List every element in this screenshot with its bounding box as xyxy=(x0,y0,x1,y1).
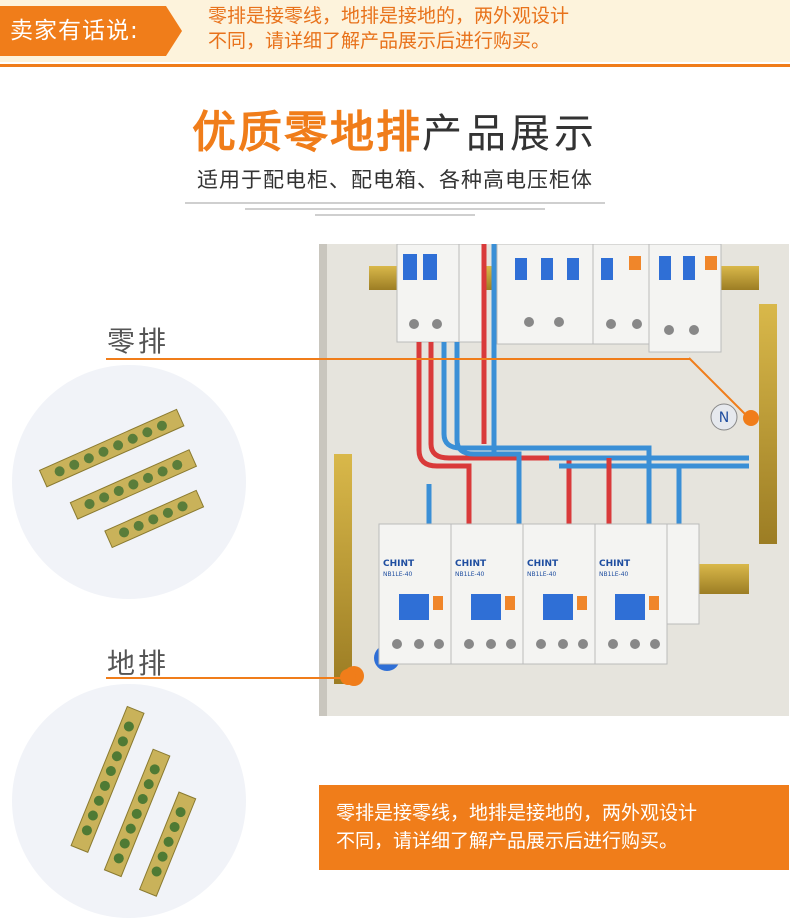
breaker-model-3: NB1LE-40 xyxy=(527,571,557,578)
seller-tag-arrow xyxy=(166,6,182,56)
neutral-bar-product-image xyxy=(12,365,246,599)
ground-bar-label: 地排 xyxy=(107,647,170,680)
breaker-model-1: NB1LE-40 xyxy=(383,571,413,578)
breaker-brand-1: CHINT xyxy=(383,559,415,569)
breaker-model-2: NB1LE-40 xyxy=(455,571,485,578)
bottom-breaker-row: CHINT CHINT CHINT CHINT NB1LE-40 NB1LE-4… xyxy=(378,523,700,665)
ground-callout-dot xyxy=(340,669,356,685)
page-title-highlight: 优质零地排 xyxy=(192,107,422,158)
top-notice: 零排是接零线，地排是接地的，两外观设计 不同，请详细了解产品展示后进行购买。 xyxy=(208,4,678,54)
breaker-brand-4: CHINT xyxy=(599,559,631,569)
top-notice-line2: 不同，请详细了解产品展示后进行购买。 xyxy=(208,30,551,52)
neutral-callout-leader xyxy=(688,357,749,418)
page-title: 优质零地排产品展示 xyxy=(0,96,790,160)
top-divider xyxy=(0,64,790,67)
top-notice-line1: 零排是接零线，地排是接地的，两外观设计 xyxy=(208,5,570,27)
ground-callout-line xyxy=(106,677,342,679)
distribution-box-illustration: N CHINT CHINT CHINT CHINT NB1LE-40 NB1LE… xyxy=(319,244,777,716)
bottom-notice: 零排是接零线，地排是接地的，两外观设计 不同，请详细了解产品展示后进行购买。 xyxy=(319,785,789,870)
neutral-callout-line xyxy=(106,358,690,360)
decorative-fine-print xyxy=(160,198,630,230)
page-title-rest: 产品展示 xyxy=(422,111,598,157)
breaker-brand-3: CHINT xyxy=(527,559,559,569)
top-banner: 卖家有话说: 零排是接零线，地排是接地的，两外观设计 不同，请详细了解产品展示后… xyxy=(0,0,790,62)
neutral-mark-label: N xyxy=(719,410,729,426)
neutral-bar-label: 零排 xyxy=(107,325,170,358)
breaker-model-4: NB1LE-40 xyxy=(599,571,629,578)
top-breaker-row xyxy=(396,244,722,353)
breaker-brand-2: CHINT xyxy=(455,559,487,569)
distribution-box-photo: N CHINT CHINT CHINT CHINT NB1LE-40 NB1LE… xyxy=(319,244,789,716)
page-subtitle: 适用于配电柜、配电箱、各种高电压柜体 xyxy=(197,168,593,192)
seller-says-tag: 卖家有话说: xyxy=(0,6,166,56)
ground-bar-product-image xyxy=(12,684,246,918)
bottom-notice-line2: 不同，请详细了解产品展示后进行购买。 xyxy=(336,830,679,852)
wiring xyxy=(416,244,749,524)
neutral-callout-dot xyxy=(743,410,759,426)
bottom-notice-line1: 零排是接零线，地排是接地的，两外观设计 xyxy=(336,802,698,824)
